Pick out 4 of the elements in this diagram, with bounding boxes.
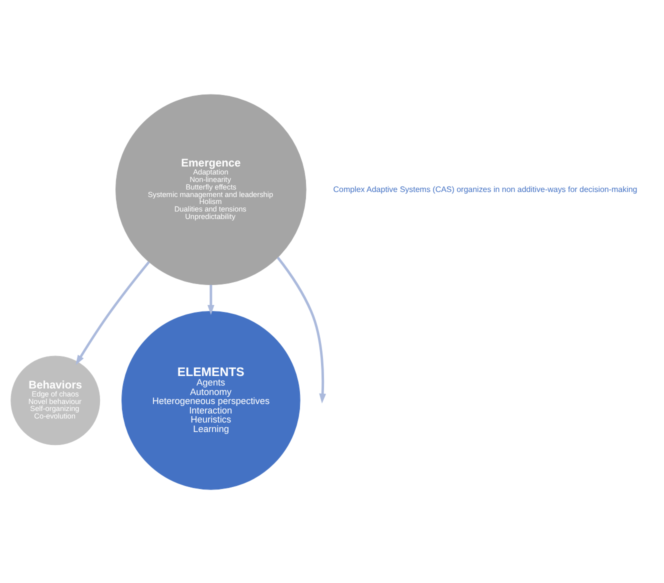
arrow xyxy=(207,284,214,314)
arrow xyxy=(276,256,326,403)
arrow xyxy=(76,260,150,365)
node-circle: ELEMENTS Agents Autonomy Heterogeneous perspectives Interaction Heuristics Learning xyxy=(122,310,300,490)
